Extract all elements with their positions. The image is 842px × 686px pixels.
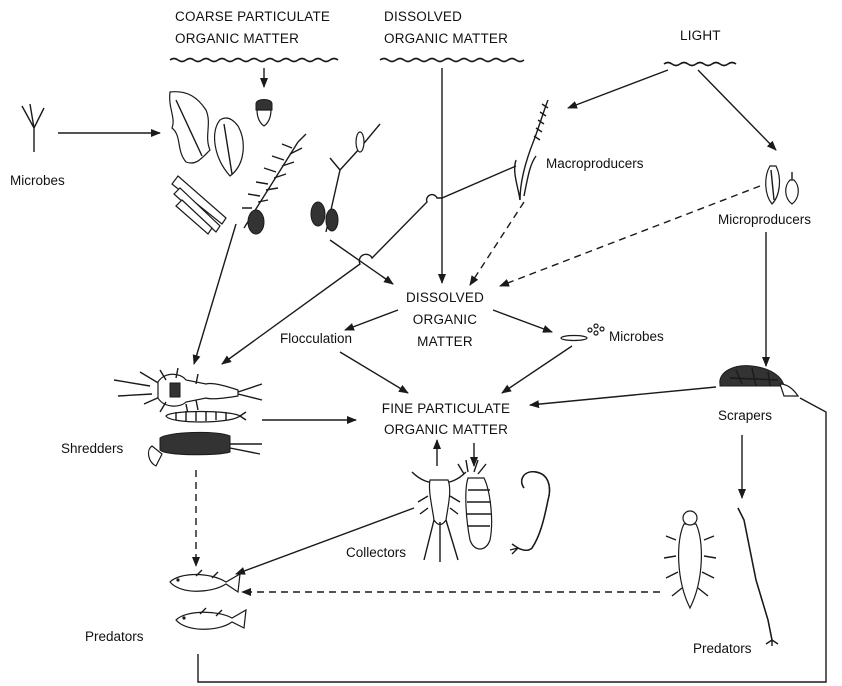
arrow-litter-to-shredders	[194, 224, 236, 364]
fish-icon-2	[176, 608, 246, 629]
flocculation-label: Flocculation	[280, 331, 352, 346]
light-label: LIGHT	[680, 28, 721, 43]
microbe-cluster-icon	[561, 324, 604, 341]
acorn-icon	[256, 100, 272, 127]
arrow-microbes-to-fpom	[502, 346, 572, 393]
blackfly-larva-icon	[458, 460, 492, 549]
fish-icon	[170, 570, 240, 592]
scrapers-label: Scrapers	[718, 408, 772, 423]
midge-larva-icon	[510, 472, 550, 554]
label-dom-top: DISSOLVED ORGANIC MATTER	[380, 9, 524, 62]
collector-mayfly-icon	[412, 472, 466, 562]
light-source-bar	[664, 63, 736, 66]
leaf-litter-icon	[170, 92, 244, 234]
case-caddis-icon	[149, 432, 262, 466]
arrow-collectors-to-predators	[236, 508, 414, 574]
cpom-line-1: COARSE PARTICULATE	[175, 9, 330, 24]
dom-center-line-1: DISSOLVED	[406, 290, 484, 305]
dom-center-line-2: ORGANIC	[413, 312, 477, 327]
microbes-left-label: Microbes	[10, 173, 65, 188]
arrow-scrapers-to-fpom	[530, 387, 716, 405]
dom-source-bar	[380, 59, 524, 62]
arrow-light-to-microproducers	[698, 70, 776, 150]
label-dom-center: DISSOLVED ORGANIC MATTER	[406, 290, 484, 349]
dom-center-line-3: MATTER	[417, 334, 473, 349]
collectors-label: Collectors	[346, 545, 406, 560]
arrow-microproducers-to-dom	[500, 186, 760, 286]
line-scrapers-to-fish	[198, 398, 826, 682]
arrow-macroproducers-to-dom	[470, 202, 524, 285]
arrow-dom-to-microbes	[493, 310, 552, 332]
predators-left-label: Predators	[85, 629, 144, 644]
cpom-line-2: ORGANIC MATTER	[175, 31, 299, 46]
diatom-icon	[766, 166, 799, 204]
conifer-branch-icon	[242, 134, 306, 234]
dom-top-line-1: DISSOLVED	[384, 9, 462, 24]
dom-top-line-2: ORGANIC MATTER	[384, 31, 508, 46]
predator-larva-icon	[664, 511, 716, 608]
label-cpom: COARSE PARTICULATE ORGANIC MATTER	[170, 9, 338, 62]
fpom-line-2: ORGANIC MATTER	[384, 422, 508, 437]
predators-right-label: Predators	[693, 641, 752, 656]
cpom-source-bar	[170, 59, 338, 62]
microbes-right-label: Microbes	[609, 329, 664, 344]
label-light: LIGHT	[664, 28, 736, 66]
scraper-snail-icon	[720, 366, 798, 396]
shredder-stonefly-icon	[114, 368, 262, 414]
label-fpom: FINE PARTICULATE ORGANIC MATTER	[382, 401, 510, 437]
arrow-dom-to-flocculation	[345, 310, 398, 330]
alder-twig-icon	[311, 124, 380, 232]
microproducers-label: Microproducers	[718, 212, 811, 227]
arrow-light-to-macroproducers	[568, 70, 668, 108]
shredders-label: Shredders	[61, 441, 124, 456]
macrophyte-icon	[515, 100, 548, 200]
predator-larva-icon-2	[738, 508, 778, 646]
caddisfly-icon	[166, 411, 246, 422]
arrow-flocculation-to-fpom	[340, 352, 408, 393]
macroproducers-label: Macroproducers	[546, 156, 644, 171]
twig-microbe-icon	[22, 104, 44, 152]
fpom-line-1: FINE PARTICULATE	[382, 401, 510, 416]
